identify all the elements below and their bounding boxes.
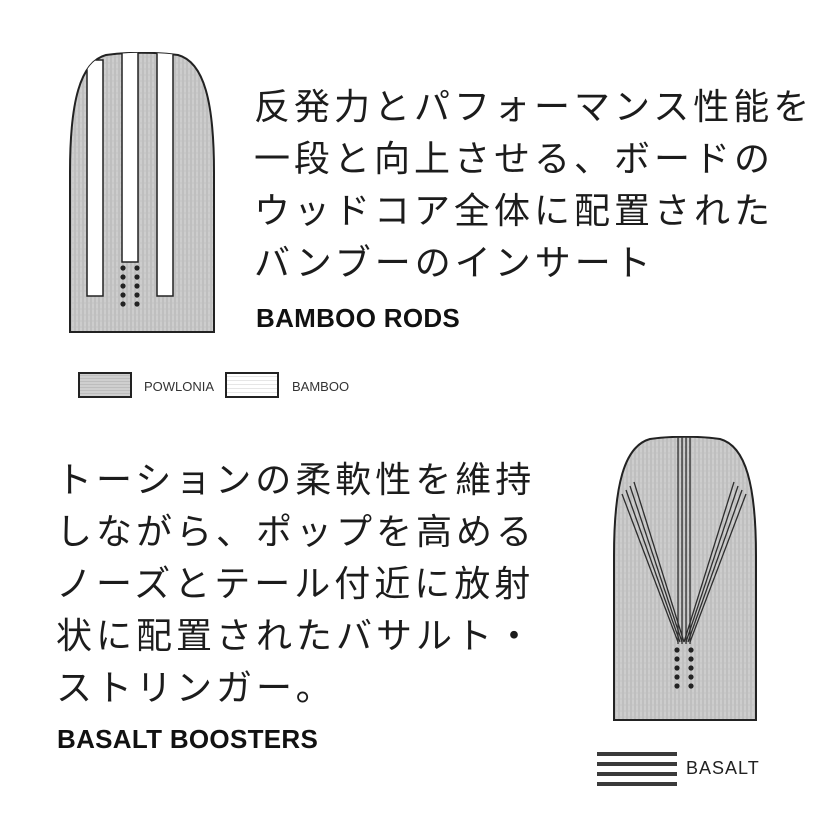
insert-holes [674, 647, 694, 689]
bamboo-heading: BAMBOO RODS [256, 303, 461, 333]
description-line: トーションの柔軟性を維持 [56, 460, 536, 501]
description-line: ノーズとテール付近に放射 [56, 564, 535, 605]
bamboo-rod [121, 52, 139, 263]
bamboo-label: BAMBOO [292, 379, 350, 394]
description-line: 一段と向上させる、ボードの [254, 139, 775, 180]
basalt-board-illustration [613, 436, 757, 721]
description-line: 状に配置されたバサルト・ [56, 616, 537, 657]
description-line: バンブーのインサート [254, 243, 655, 284]
bamboo-swatch [225, 372, 279, 398]
description-line: ストリンガー。 [56, 668, 336, 709]
basalt-heading: BASALT BOOSTERS [57, 724, 319, 754]
description-line: ウッドコア全体に配置された [254, 191, 775, 232]
powlonia-swatch [78, 372, 132, 398]
bamboo-description: 反発力とパフォーマンス性能を 一段と向上させる、ボードの ウッドコア全体に配置さ… [254, 82, 813, 290]
description-line: 反発力とパフォーマンス性能を [254, 87, 814, 128]
powlonia-label: POWLONIA [144, 379, 215, 394]
board-core [613, 436, 757, 721]
board-core [69, 52, 215, 333]
bamboo-rod [86, 59, 104, 297]
basalt-swatch [597, 752, 677, 786]
basalt-label: BASALT [686, 758, 760, 778]
bamboo-rod [156, 52, 174, 297]
insert-holes [120, 265, 140, 307]
bamboo-board-illustration [69, 52, 215, 333]
basalt-description: トーションの柔軟性を維持 しながら、ポップを高める ノーズとテール付近に放射 状… [56, 455, 536, 715]
description-line: しながら、ポップを高める [56, 512, 537, 553]
basalt-stringers [621, 436, 747, 644]
